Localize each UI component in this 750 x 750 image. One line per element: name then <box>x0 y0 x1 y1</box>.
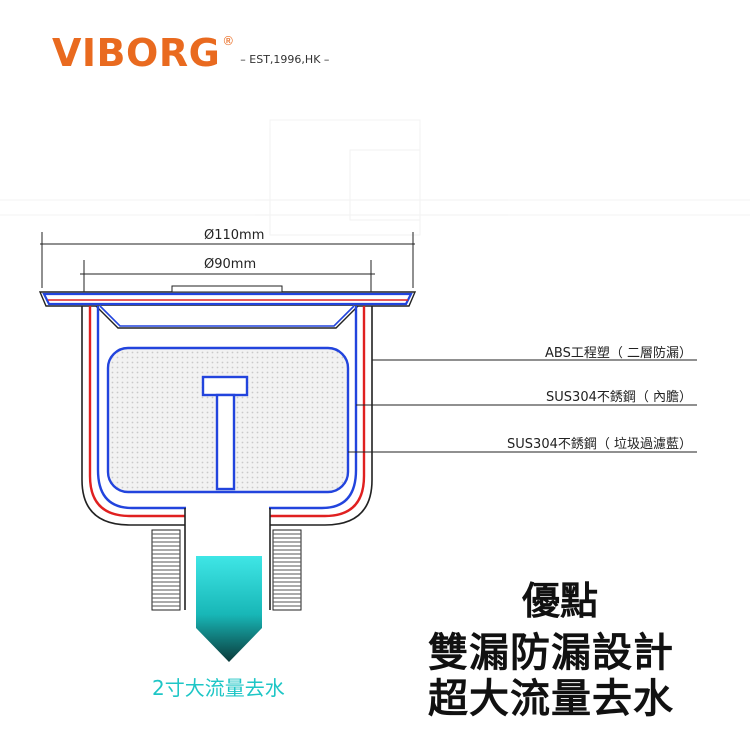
flow-label: 2寸大流量去水 <box>152 676 285 700</box>
advantage-line-1: 雙漏防漏設計 <box>428 630 674 676</box>
callout-liner: SUS304不銹鋼（ 內膽） <box>546 390 692 405</box>
registered-mark: ® <box>222 34 235 48</box>
abs-outer-layer <box>88 306 366 518</box>
drain-pipe <box>184 508 271 610</box>
dimension-inner-label: Ø90mm <box>204 257 257 272</box>
brand-logo: VIBORG ® – EST,1996,HK – <box>52 34 329 72</box>
stainless-inner-liner <box>96 306 358 510</box>
center-post <box>201 375 249 491</box>
brand-established: – EST,1996,HK – <box>240 53 330 66</box>
callout-basket: SUS304不銹鋼（ 垃圾過濾藍） <box>507 437 692 452</box>
flow-arrow <box>196 556 262 662</box>
advantages-title: 優點 <box>522 579 599 623</box>
advantage-line-2: 超大流量去水 <box>428 676 674 722</box>
brand-name: VIBORG <box>52 31 221 75</box>
outer-body-outline <box>81 306 373 526</box>
funnel-cone <box>95 305 359 329</box>
dimension-line-outer <box>40 232 415 288</box>
dimension-line-inner <box>80 260 375 292</box>
callout-abs: ABS工程塑（ 二層防漏） <box>545 346 692 361</box>
faint-background-outline <box>0 119 750 236</box>
top-flange <box>38 285 417 307</box>
dimension-outer-label: Ø110mm <box>204 228 265 243</box>
